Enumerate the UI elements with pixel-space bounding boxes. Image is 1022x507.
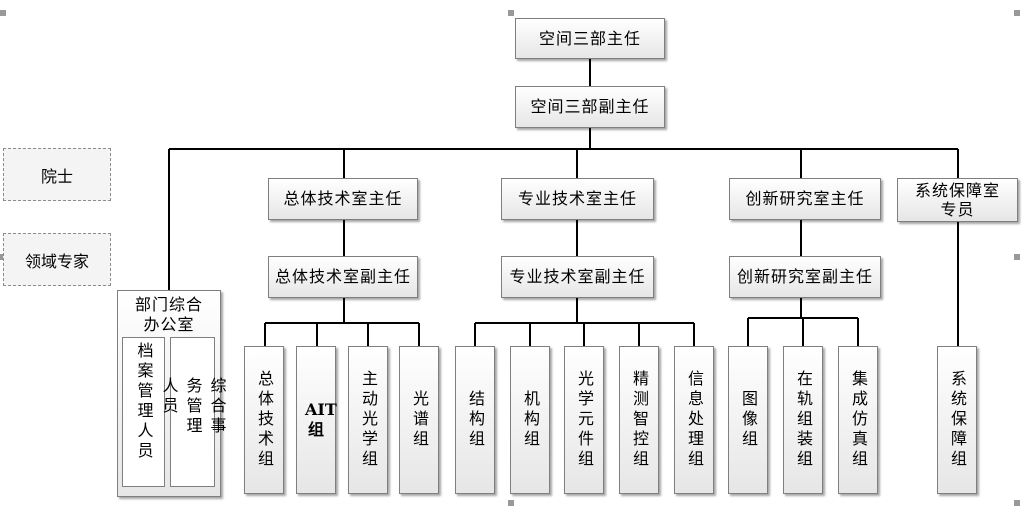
specialty-head-label: 专业技术室主任 xyxy=(517,189,637,208)
group-label: 光谱组 xyxy=(410,390,429,450)
group-mechanism[interactable]: 机构组 xyxy=(510,346,550,494)
group-active-optics[interactable]: 主动光学组 xyxy=(348,346,388,494)
specialty-deputy-box[interactable]: 专业技术室副主任 xyxy=(501,256,654,298)
office-affairs-box[interactable]: 综合事务管理人员 xyxy=(160,337,227,487)
group-label: 图像组 xyxy=(739,390,758,450)
general-deputy-box[interactable]: 总体技术室副主任 xyxy=(268,256,418,298)
handle-bottom-mid[interactable] xyxy=(508,500,514,506)
academician-box[interactable]: 院士 xyxy=(3,148,111,201)
group-label: 机构组 xyxy=(521,390,540,450)
group-label: 在轨组装组 xyxy=(794,370,813,470)
handle-top-right[interactable] xyxy=(1014,10,1020,16)
group-system-support[interactable]: 系统保障组 xyxy=(937,346,977,494)
group-label: 主动光学组 xyxy=(359,370,378,470)
group-label: 结构组 xyxy=(466,390,485,450)
group-general-tech[interactable]: 总体技术组 xyxy=(244,346,284,494)
group-label: 精测智控组 xyxy=(630,370,649,470)
handle-top-left[interactable] xyxy=(0,10,6,16)
handle-top-mid[interactable] xyxy=(508,10,514,16)
group-label: AIT组 xyxy=(305,400,337,439)
office-archive-label: 档案管理人员 xyxy=(134,342,154,462)
director-label: 空间三部主任 xyxy=(538,28,641,48)
innovation-deputy-label: 创新研究室副主任 xyxy=(736,267,873,286)
innovation-deputy-box[interactable]: 创新研究室副主任 xyxy=(729,256,881,298)
support-head-label: 系统保障室专员 xyxy=(914,181,1000,219)
group-label: 集成仿真组 xyxy=(849,370,868,470)
group-label: 总体技术组 xyxy=(255,370,274,470)
general-head-label: 总体技术室主任 xyxy=(283,189,403,208)
group-spectrum[interactable]: 光谱组 xyxy=(399,346,439,494)
specialty-head-box[interactable]: 专业技术室主任 xyxy=(501,178,654,220)
general-head-box[interactable]: 总体技术室主任 xyxy=(268,178,418,220)
group-label: 信息处理组 xyxy=(685,370,704,470)
deputy-director-box[interactable]: 空间三部副主任 xyxy=(515,86,665,128)
group-label: 系统保障组 xyxy=(948,370,967,470)
handle-bottom-right[interactable] xyxy=(1014,500,1020,506)
group-structure[interactable]: 结构组 xyxy=(455,346,495,494)
office-title: 部门综合办公室 xyxy=(134,295,203,334)
academician-label: 院士 xyxy=(40,166,73,186)
general-deputy-label: 总体技术室副主任 xyxy=(274,267,411,286)
office-affairs-label: 综合事务管理人员 xyxy=(159,377,227,437)
group-on-orbit-assembly[interactable]: 在轨组装组 xyxy=(783,346,823,494)
group-precision-control[interactable]: 精测智控组 xyxy=(619,346,659,494)
deputy-director-label: 空间三部副主任 xyxy=(530,97,650,116)
group-optical-elements[interactable]: 光学元件组 xyxy=(564,346,604,494)
handle-mid-right[interactable] xyxy=(1014,254,1020,260)
director-box[interactable]: 空间三部主任 xyxy=(515,18,665,59)
innovation-head-label: 创新研究室主任 xyxy=(745,189,865,208)
group-image[interactable]: 图像组 xyxy=(728,346,768,494)
innovation-head-box[interactable]: 创新研究室主任 xyxy=(729,178,881,220)
office-archive-box[interactable]: 档案管理人员 xyxy=(122,337,165,487)
group-info-processing[interactable]: 信息处理组 xyxy=(674,346,714,494)
group-integrated-simulation[interactable]: 集成仿真组 xyxy=(838,346,878,494)
specialty-deputy-label: 专业技术室副主任 xyxy=(509,267,646,286)
experts-label: 领域专家 xyxy=(24,251,89,271)
experts-box[interactable]: 领域专家 xyxy=(3,233,111,286)
group-label: 光学元件组 xyxy=(575,370,594,470)
support-head-box[interactable]: 系统保障室专员 xyxy=(897,178,1018,222)
group-ait[interactable]: AIT组 xyxy=(296,346,337,494)
